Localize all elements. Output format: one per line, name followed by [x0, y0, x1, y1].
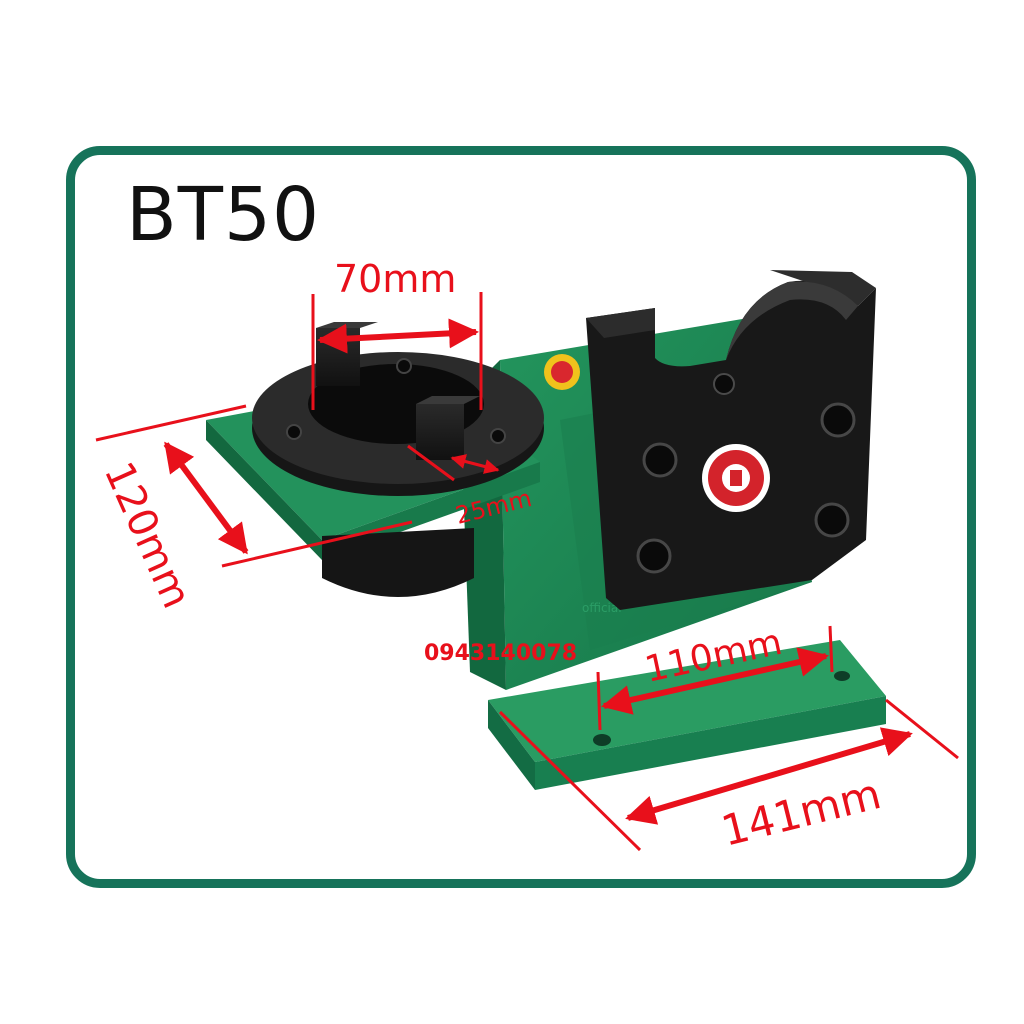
- rounded-frame: [66, 146, 976, 888]
- phone-number: 0943140078: [424, 641, 577, 666]
- screw-icon: [396, 358, 412, 374]
- drive-key: [416, 404, 464, 460]
- dimension-label: 70mm: [334, 257, 456, 301]
- bolt-icon: [820, 402, 856, 438]
- warning-label: [544, 354, 580, 390]
- bolt-icon: [814, 502, 850, 538]
- bolt-icon: [642, 442, 678, 478]
- screw-icon: [713, 373, 735, 395]
- mount-hole: [593, 734, 611, 746]
- dimension-label: 120mm: [95, 455, 200, 615]
- ring-holder: [252, 322, 544, 597]
- screw-icon: [286, 424, 302, 440]
- model-title: BT50: [126, 172, 321, 258]
- dimension-70mm: 70mm: [311, 257, 483, 410]
- screw-icon: [490, 428, 506, 444]
- watermark-text: official: [582, 601, 622, 615]
- inspection-seal-icon: [702, 444, 770, 512]
- mount-hole: [834, 671, 850, 681]
- clamp-block: [586, 270, 876, 610]
- bolt-icon: [636, 538, 672, 574]
